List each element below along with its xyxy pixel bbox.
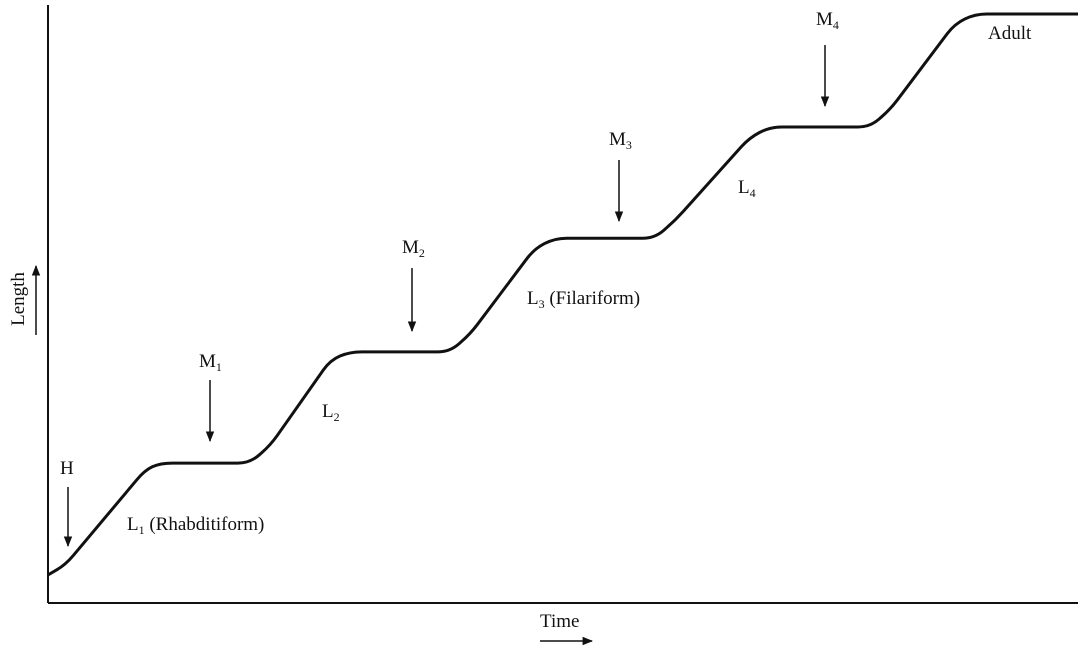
label-L2: L2 bbox=[322, 401, 340, 424]
label-M2: M2 bbox=[402, 237, 425, 260]
y-axis-label: Length bbox=[7, 272, 29, 326]
growth-curve bbox=[47, 12, 1078, 577]
x-axis-label: Time bbox=[540, 611, 580, 632]
label-Adult: Adult bbox=[988, 23, 1032, 44]
label-L1: L1 (Rhabditiform) bbox=[127, 514, 265, 537]
label-M3: M3 bbox=[609, 129, 632, 152]
label-H: H bbox=[60, 458, 74, 479]
label-L3: L3 (Filariform) bbox=[527, 288, 641, 311]
label-M1: M1 bbox=[199, 351, 222, 374]
label-M4: M4 bbox=[816, 9, 839, 32]
label-L4: L4 bbox=[738, 177, 756, 200]
